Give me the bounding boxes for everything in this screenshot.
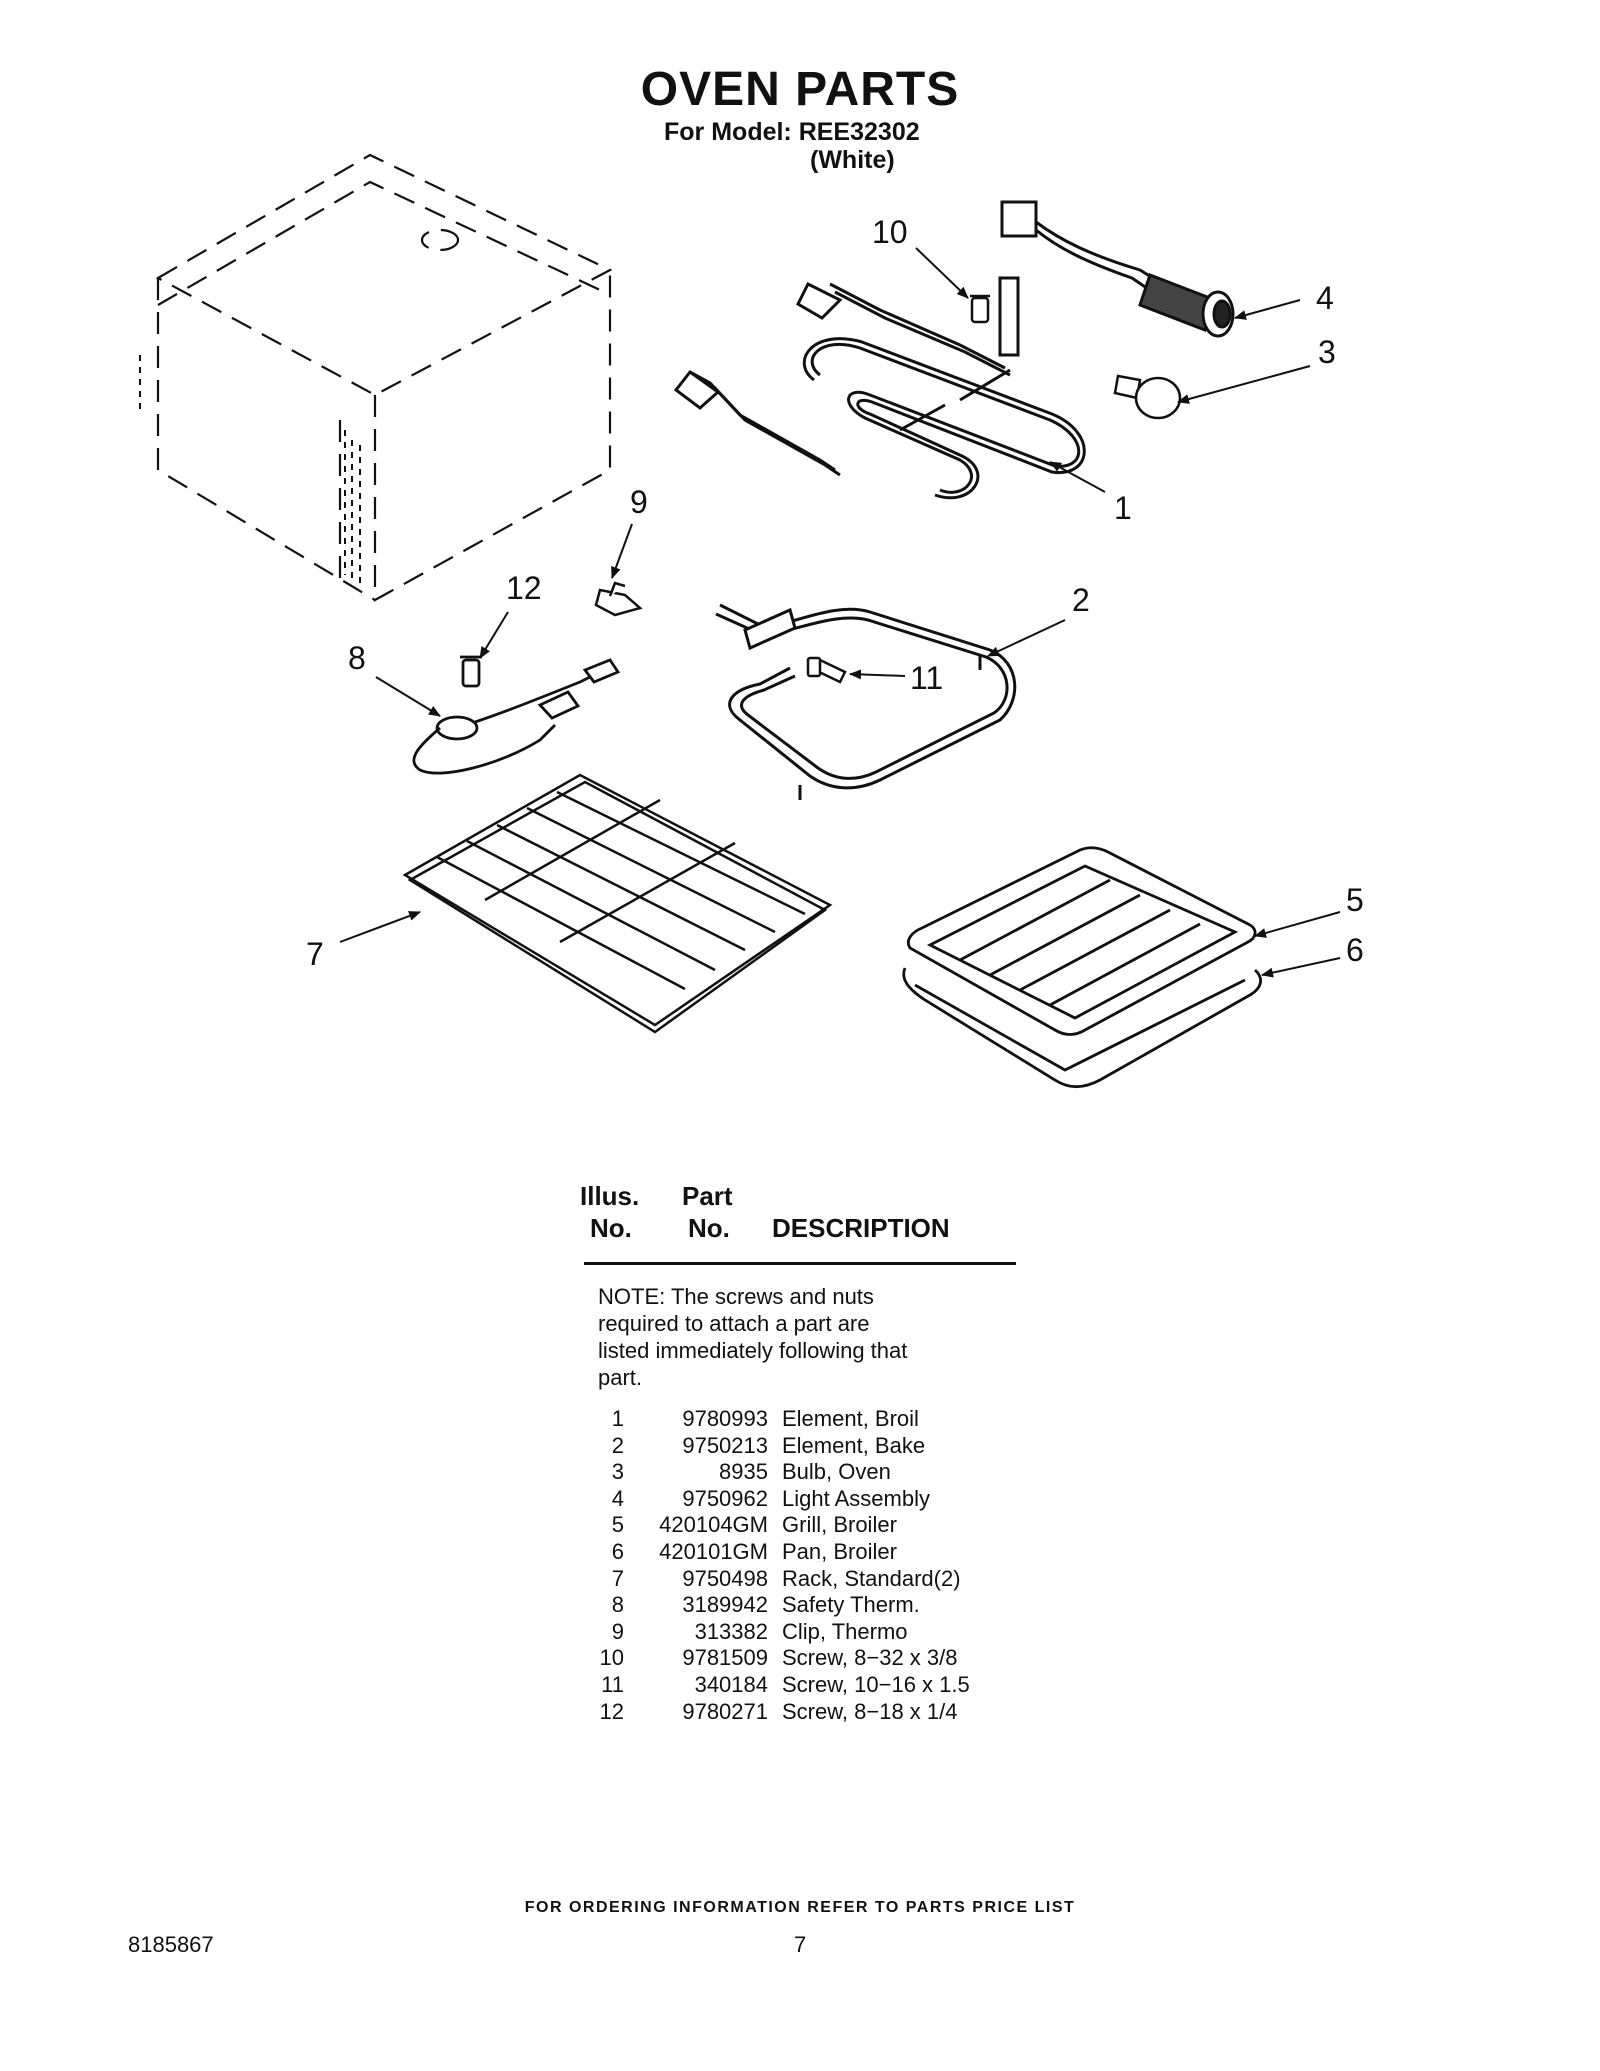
callout-11: 11 [910, 660, 944, 696]
illus-number: 2 [611, 1432, 624, 1458]
parts-list: 1 9780993 Element, Broil 2 9750213 Element, … [560, 1406, 970, 1725]
illus-number: 3 [611, 1459, 624, 1485]
table-row: 1 9780993 Element, Broil [560, 1406, 970, 1433]
broil-element-drawing [673, 276, 1086, 500]
part-number: 420101GM [659, 1538, 768, 1564]
illus-number: 6 [611, 1538, 624, 1564]
table-row: 8 3189942 Safety Therm. [560, 1592, 970, 1619]
callout-5: 5 [1346, 882, 1364, 918]
part-number: 9780271 [682, 1698, 768, 1724]
table-row: 9 313382 Clip, Thermo [560, 1619, 970, 1646]
callout-1: 1 [1114, 490, 1132, 526]
illus-number: 9 [611, 1618, 624, 1644]
table-row: 10 9781509 Screw, 8−32 x 3/8 [560, 1645, 970, 1672]
part-number: 9750498 [682, 1565, 768, 1591]
thermo-clip-drawing [594, 581, 643, 617]
illus-number: 11 [601, 1671, 624, 1697]
oven-cavity-outline [155, 153, 613, 602]
model-label: For Model: REE32302 [664, 118, 920, 146]
header-part-no: No. [688, 1213, 730, 1243]
broiler-pan-drawing [902, 967, 1262, 1089]
header-part: Part [682, 1181, 733, 1211]
part-description: Screw, 8−32 x 3/8 [782, 1645, 958, 1671]
part-number: 9781509 [682, 1645, 768, 1671]
part-description: Pan, Broiler [782, 1538, 897, 1564]
part-number: 9750213 [682, 1432, 768, 1458]
bake-element-drawing [715, 603, 1017, 800]
header-illus-no: No. [590, 1213, 632, 1243]
table-row: 7 9750498 Rack, Standard(2) [560, 1566, 970, 1593]
callout-9: 9 [630, 484, 648, 520]
part-number: 9750962 [682, 1485, 768, 1511]
callout-7: 7 [306, 936, 324, 972]
illus-number: 10 [599, 1645, 624, 1671]
part-number: 9780993 [682, 1406, 768, 1431]
illus-number: 1 [611, 1406, 624, 1431]
callout-2: 2 [1072, 582, 1090, 618]
callout-12: 12 [506, 570, 542, 606]
table-row: 5 420104GM Grill, Broiler [560, 1512, 970, 1539]
illus-number: 12 [599, 1698, 624, 1724]
part-number: 313382 [694, 1618, 768, 1644]
screw-10-drawing [970, 294, 990, 324]
header-description: DESCRIPTION [772, 1213, 950, 1243]
table-row: 4 9750962 Light Assembly [560, 1486, 970, 1513]
callout-10: 10 [872, 214, 908, 250]
part-number: 8935 [719, 1459, 768, 1485]
table-row: 12 9780271 Screw, 8−18 x 1/4 [560, 1699, 970, 1726]
safety-thermostat-drawing [412, 655, 621, 775]
page-number: 7 [794, 1932, 807, 1957]
callout-8: 8 [348, 640, 366, 676]
oven-bulb-drawing [1113, 374, 1182, 420]
oven-rack-drawing [402, 773, 833, 1034]
part-description: Rack, Standard(2) [782, 1565, 961, 1591]
table-row: 11 340184 Screw, 10−16 x 1.5 [560, 1672, 970, 1699]
color-label: (White) [810, 146, 895, 174]
part-description: Screw, 8−18 x 1/4 [782, 1698, 958, 1724]
illus-number: 4 [611, 1485, 624, 1511]
part-description: Screw, 10−16 x 1.5 [782, 1671, 970, 1697]
illus-number: 5 [611, 1512, 624, 1538]
part-description: Element, Bake [782, 1432, 926, 1458]
table-row: 2 9750213 Element, Bake [560, 1433, 970, 1460]
broiler-grill-drawing [906, 846, 1257, 1036]
screw-11-drawing [806, 656, 847, 684]
table-note: NOTE: The screws and nuts required to at… [598, 1284, 908, 1390]
table-row: 3 8935 Bulb, Oven [560, 1459, 970, 1486]
page-title: OVEN PARTS [640, 63, 960, 116]
callout-6: 6 [1346, 932, 1364, 968]
part-number: 340184 [694, 1671, 768, 1697]
table-row: 6 420101GM Pan, Broiler [560, 1539, 970, 1566]
callout-3: 3 [1318, 334, 1336, 370]
header-divider [584, 1262, 1016, 1265]
part-number: 420104GM [659, 1512, 768, 1538]
part-description: Light Assembly [782, 1485, 930, 1511]
header-illus: Illus. [580, 1181, 640, 1211]
callout-4: 4 [1316, 280, 1334, 316]
part-description: Element, Broil [782, 1406, 919, 1431]
document-number: 8185867 [128, 1932, 214, 1957]
part-description: Safety Therm. [782, 1592, 920, 1618]
part-description: Clip, Thermo [782, 1618, 908, 1644]
illus-number: 7 [611, 1565, 624, 1591]
part-description: Bulb, Oven [782, 1459, 891, 1485]
exploded-parts-diagram [139, 153, 1341, 1089]
light-assembly-drawing [1000, 200, 1235, 338]
illus-number: 8 [611, 1592, 624, 1618]
part-number: 3189942 [682, 1592, 768, 1618]
ordering-info: FOR ORDERING INFORMATION REFER TO PARTS … [524, 1899, 1076, 1916]
part-description: Grill, Broiler [782, 1512, 897, 1538]
